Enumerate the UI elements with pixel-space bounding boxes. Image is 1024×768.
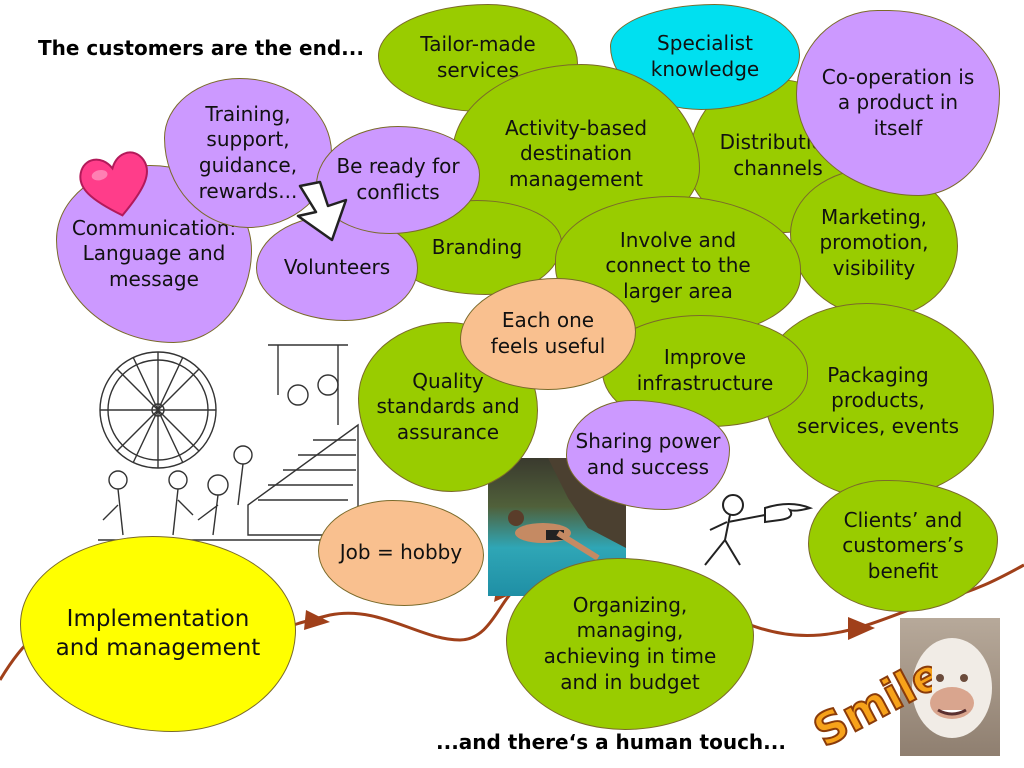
smile-wordart: Smile xyxy=(805,647,932,750)
bubble-cooperation: Co-operation is a product in itself xyxy=(796,10,1000,196)
bubble-ready-conflicts: Be ready for conflicts xyxy=(316,126,480,234)
bubble-quality: Quality standards and assurance xyxy=(358,322,538,492)
pointing-figure-icon xyxy=(704,494,814,566)
bubble-implementation: Implementation and management xyxy=(20,536,296,732)
bubble-training: Training, support, guidance, rewards... xyxy=(164,78,332,228)
arrow-head-3 xyxy=(848,617,875,640)
svg-text:Smile: Smile xyxy=(806,648,932,750)
arrow-head-1 xyxy=(304,610,330,630)
bubble-organizing: Organizing, managing, achieving in time … xyxy=(506,558,754,730)
bubble-job-hobby: Job = hobby xyxy=(318,500,484,606)
gorilla-photo xyxy=(900,618,1000,756)
heading-top: The customers are the end... xyxy=(38,36,364,60)
bubble-each-one: Each one feels useful xyxy=(460,278,636,390)
heading-bottom: ...and there‘s a human touch... xyxy=(436,730,786,754)
bubble-clients: Clients’ and customers’s benefit xyxy=(808,480,998,612)
bubble-packaging: Packaging products, services, events xyxy=(762,303,994,499)
bubble-sharing: Sharing power and success xyxy=(566,400,730,510)
wheel-illustration xyxy=(98,344,368,541)
heart-icon xyxy=(79,151,148,217)
down-arrow-icon xyxy=(296,180,348,242)
